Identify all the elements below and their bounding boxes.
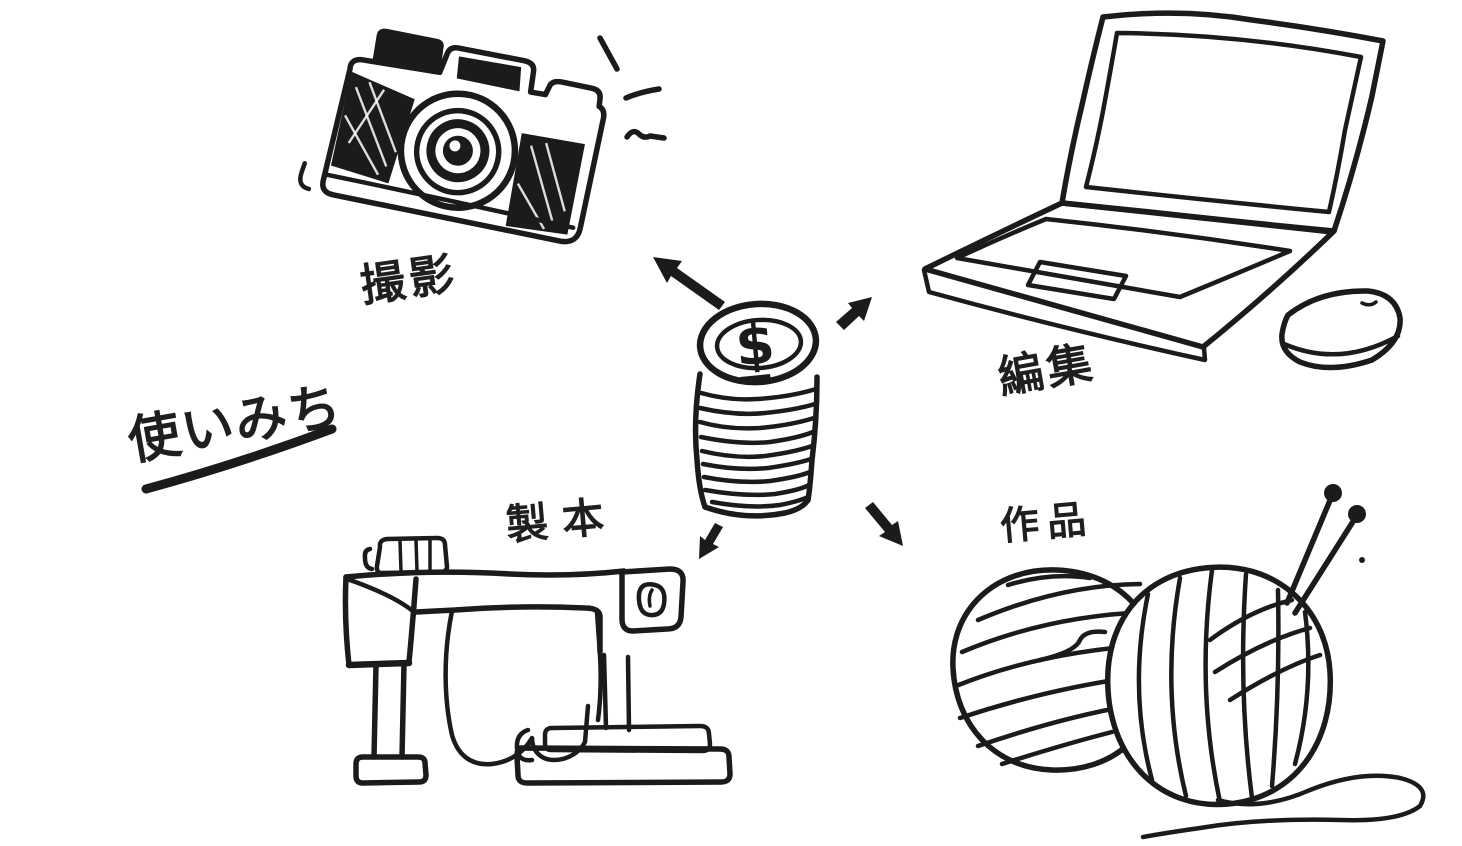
camera-drawing [298,28,607,245]
arrow-to-laptop [836,297,872,330]
camera-flash-marks [597,35,667,141]
yarn-tail [1140,773,1426,840]
mouse-drawing [1279,288,1403,371]
binding-machine-drawing [342,535,733,786]
node-label-binding: 製本 [504,491,620,550]
arrow-to-yarn [865,502,903,546]
coin-stack-drawing: $ [692,300,820,519]
knitting-needles [1284,484,1366,616]
node-label-yarn: 作品 [998,496,1096,550]
stray-dot [1359,557,1365,563]
node-label-camera: 撮影 [356,246,462,313]
arrow-to-camera [653,257,725,310]
yarn-balls-drawing [950,484,1426,840]
title-underline [141,424,337,494]
laptop-drawing [921,10,1386,363]
dollar-sign: $ [733,311,777,379]
arrow-to-binding-machine [699,523,723,559]
